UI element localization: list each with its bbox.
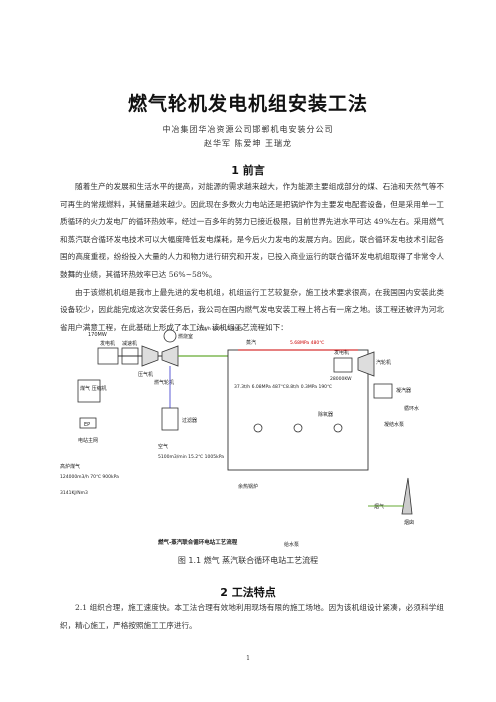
gen-power-label: 28000KW: [330, 376, 352, 382]
section2-body: 2.1 组织合理，施工速度快。本工法合理有效地利用现场有限的施工场地。因为该机组…: [60, 599, 444, 634]
steam-param-label: 5.68MPa 480℃: [290, 340, 324, 346]
gas-turbine-label: 燃气轮机: [154, 379, 174, 386]
fuel-compressor-label: 煤气 压缩机: [80, 385, 107, 392]
gas-in-param2-label: 3141KJ/Nm3: [60, 490, 88, 496]
stack-label: 烟囱: [404, 519, 414, 526]
ep-label: EP: [84, 422, 90, 428]
reducer-label: 减速机: [122, 340, 137, 347]
air-filter-label: 过滤器: [182, 417, 197, 424]
air-filter-box: [161, 407, 179, 431]
cond-water-label: 凝结水泵: [384, 421, 404, 428]
compressor-shape: [141, 345, 159, 367]
cooling-tower-label: 循环水: [404, 405, 419, 412]
feed-water-label: 给水泵: [284, 541, 299, 548]
section1-paragraph-2: 由于该燃机机组是我市上最先进的发电机组，机组运行工艺较复杂，施工技术要求很高，在…: [60, 287, 444, 332]
drum-1: [253, 423, 263, 433]
page-number: 1: [246, 655, 250, 662]
section2-heading: 2 工法特点: [220, 586, 276, 599]
hrsg-label: 余热锅炉: [238, 483, 258, 490]
steam-turbine-label: 汽轮机: [376, 359, 391, 366]
steam-top-label: 170t/h 487℃ 5.6MPa: [196, 326, 244, 332]
authors-line: 赵华军 陈爱坤 王瑞龙: [203, 139, 293, 148]
gas-in-param-label: 124000m3/h 70℃ 900kPa: [60, 474, 119, 480]
air-param-label: 5100m3/min 15.2℃ 1005kPa: [158, 454, 224, 460]
section1-paragraph-1: 随着生产的发展和生活水平的提高，对能源的需求越来越大，作为能源主要组成部分的煤、…: [60, 182, 444, 279]
compressor-label: 压气机: [138, 371, 153, 378]
section1-heading: 1 前言: [231, 164, 265, 177]
drum-2: [293, 423, 303, 433]
drum-3: [333, 423, 343, 433]
gas-turbine-shape: [161, 345, 179, 367]
combustor-shape: [163, 329, 177, 343]
organization-line: 中冶集团华冶资源公司邯郸机电安装分公司: [162, 125, 334, 134]
air-label: 空气: [158, 443, 168, 450]
steam-param2-label: 37.3t/h 6.08MPa 487℃: [234, 384, 286, 390]
section1-body: 随着生产的发展和生活水平的提高，对能源的需求越来越大，作为能源主要组成部分的煤、…: [60, 178, 444, 336]
gas-generator-box: [97, 347, 119, 365]
diagram-title: 燃气-蒸汽联合循环电站工艺流程: [158, 538, 238, 546]
figure-caption: 图 1.1 燃气 蒸汽联合循环电站工艺流程: [177, 556, 319, 565]
steam-turbine-gen-label: 发电机: [334, 349, 349, 356]
steam-param3-label: 8.8t/h 0.3MPa 190℃: [286, 384, 332, 390]
stack-shape: [401, 477, 413, 515]
ep-box: [79, 417, 97, 429]
generator-out-label: 电站主网: [78, 437, 98, 444]
condenser-box: [373, 383, 393, 399]
deaerator-label: 除氧器: [318, 411, 333, 418]
doc-title: 燃气轮机发电机组安装工法: [127, 93, 368, 115]
blast-furnace-gas-label: 高炉煤气: [60, 463, 80, 470]
process-flow-diagram: 发电机 减速机 压气机 燃气轮机 燃烧室 170MW 煤气 压缩机 EP 电站主…: [60, 326, 419, 548]
steam-label: 蒸汽: [246, 339, 256, 346]
steam-turbine-shape: [357, 351, 375, 377]
fuel-compressor-label-text: 煤气 压缩机: [80, 385, 107, 392]
gas-generator-label: 发电机: [100, 340, 115, 347]
section2-paragraph-1: 2.1 组织合理，施工速度快。本工法合理有效地利用现场有限的施工场地。因为该机组…: [60, 603, 444, 630]
fuel-compressor-box: [77, 379, 101, 403]
gas-turbine-flow-label: 170MW: [88, 332, 107, 338]
combustor-label: 燃烧室: [178, 333, 193, 340]
steam-turbine-gen-box: [333, 357, 353, 373]
condenser-label: 凝汽器: [396, 387, 411, 394]
